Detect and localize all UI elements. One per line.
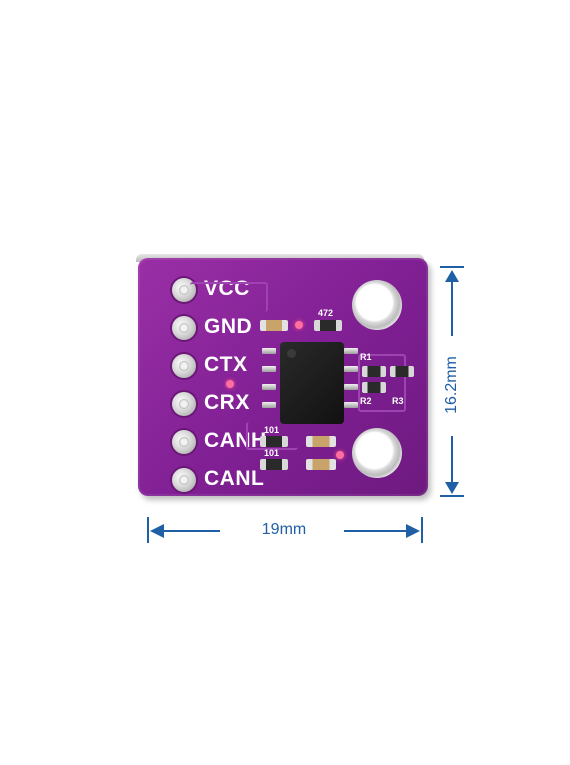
chip-lead [262, 402, 276, 408]
pin-pad [172, 392, 196, 416]
chip-lead [344, 402, 358, 408]
capacitor [306, 459, 336, 470]
mounting-hole-top [352, 280, 402, 330]
status-led [336, 451, 344, 459]
arrow-up-icon [445, 270, 459, 282]
pin-label: CANL [204, 467, 265, 490]
pin-label: GND [204, 315, 253, 338]
resistor-marking: 101 [264, 425, 280, 435]
r3-label: R3 [392, 396, 404, 406]
pin-label: CANH [204, 429, 267, 452]
resistor-r3 [390, 366, 414, 377]
chip-lead [262, 384, 276, 390]
arrow-left-icon [150, 524, 164, 538]
resistor-marking: 472 [318, 308, 334, 318]
capacitor [306, 436, 336, 447]
pin-pad [172, 430, 196, 454]
pin-label: CTX [204, 353, 248, 376]
pin-crx: CRX [172, 391, 249, 416]
pin-pad [172, 354, 196, 378]
resistor-r2 [362, 382, 386, 393]
r2-label: R2 [360, 396, 372, 406]
can-module-board: VCC GND CTX CRX CANH CANL [136, 254, 428, 496]
dimension-line-width [344, 530, 408, 532]
resistor-r1 [362, 366, 386, 377]
transceiver-chip [280, 342, 344, 424]
dimension-tick-bottom [440, 495, 464, 497]
r1-label: R1 [360, 352, 372, 362]
height-label: 16.2mm [443, 356, 460, 414]
arrow-down-icon [445, 482, 459, 494]
indicator-led [226, 380, 234, 388]
dimension-line-height [451, 276, 453, 336]
resistor [260, 459, 288, 470]
arrow-right-icon [406, 524, 420, 538]
resistor-marking: 101 [264, 448, 280, 458]
pin-pad [172, 316, 196, 340]
pin-canh: CANH [172, 429, 266, 454]
chip-lead [344, 384, 358, 390]
resistor [260, 436, 288, 447]
dimension-line-height [451, 436, 453, 492]
dimension-line-width [160, 530, 220, 532]
dimension-tick-top [440, 266, 464, 268]
pin-pad [172, 468, 196, 492]
trace [358, 354, 406, 412]
capacitor [260, 320, 288, 331]
pin-label: CRX [204, 391, 250, 414]
pin-ctx: CTX [172, 353, 247, 378]
chip-lead [344, 366, 358, 372]
trace [190, 282, 268, 312]
dimension-tick-right [421, 517, 423, 543]
trace [246, 422, 298, 450]
resistor [314, 320, 342, 331]
mounting-hole-bottom [352, 428, 402, 478]
pin-canl: CANL [172, 467, 264, 492]
chip-lead [262, 366, 276, 372]
power-led [295, 321, 303, 329]
pin-gnd: GND [172, 315, 252, 340]
chip-lead [344, 348, 358, 354]
width-label: 19mm [261, 521, 307, 538]
chip-lead [262, 348, 276, 354]
dimension-tick-left [147, 517, 149, 543]
